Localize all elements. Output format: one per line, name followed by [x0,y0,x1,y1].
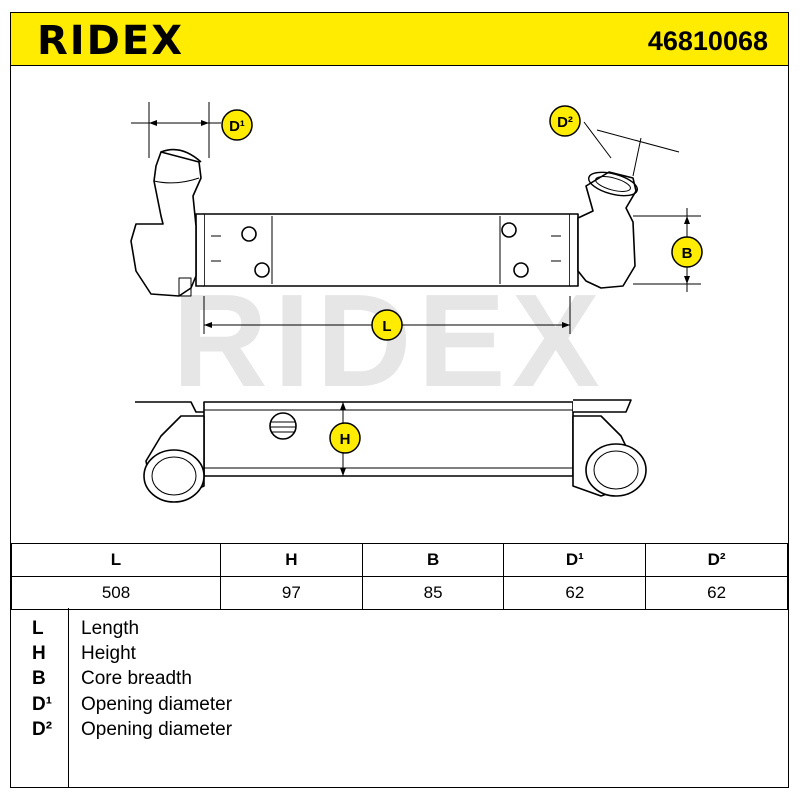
legend-item: B Core breadth [11,666,788,691]
legend-item: L Length [11,616,788,641]
legend-symbol: D² [32,719,53,740]
core-side [203,401,574,477]
right-pipe [577,171,637,289]
legend-description: Core breadth [81,668,192,689]
label-d2-text: D² [557,114,573,131]
legend-symbol: D¹ [32,694,53,715]
legend-symbol: L [32,618,44,639]
right-tank [570,213,579,287]
brand-logo: RIDEX [37,18,185,64]
legend-description: Opening diameter [81,694,233,715]
dimension-header-row: L H B D¹ D² [11,543,788,577]
value-l: 508 [11,576,221,610]
top-view [130,148,638,297]
label-d2: D² [549,105,581,137]
header-bar: RIDEX 46810068 [10,12,789,66]
label-d1-text: D¹ [229,118,245,135]
label-h-text: H [340,431,351,448]
value-b: 85 [361,576,505,610]
legend-item: H Height [11,641,788,666]
label-b-text: B [682,245,693,262]
label-l-text: L [382,318,391,335]
header-l: L [11,543,221,577]
legend-divider [68,608,69,787]
legend: L Length H Height B Core breadth D¹ Open… [11,608,788,787]
bolt [241,226,257,242]
core-top [203,213,571,287]
intercooler-drawing: RIDEX [130,102,703,503]
part-number: 46810068 [647,26,768,56]
dimension-table: L H B D¹ D² 508 97 85 62 62 [11,543,788,610]
value-d1: 62 [503,576,647,610]
bolt [501,222,517,238]
label-b: B [671,236,703,268]
header-d2: D² [645,543,788,577]
legend-description: Height [81,643,136,664]
legend-symbol: B [32,668,46,689]
value-h: 97 [220,576,363,610]
sensor-port [269,412,297,440]
bolt [254,262,270,278]
legend-description: Length [81,618,140,639]
legend-item: D² Opening diameter [11,717,788,742]
label-h: H [329,422,361,454]
bolt [513,262,529,278]
dimension-value-row: 508 97 85 62 62 [11,576,788,610]
legend-symbol: H [32,643,46,664]
side-view [135,399,647,503]
header-h: H [220,543,363,577]
label-d1: D¹ [221,109,253,141]
header-b: B [361,543,505,577]
label-l: L [371,309,403,341]
value-d2: 62 [645,576,788,610]
left-tank [195,213,204,287]
legend-item: D¹ Opening diameter [11,692,788,717]
legend-description: Opening diameter [81,719,233,740]
left-pipe [130,151,202,297]
header-d1: D¹ [503,543,647,577]
